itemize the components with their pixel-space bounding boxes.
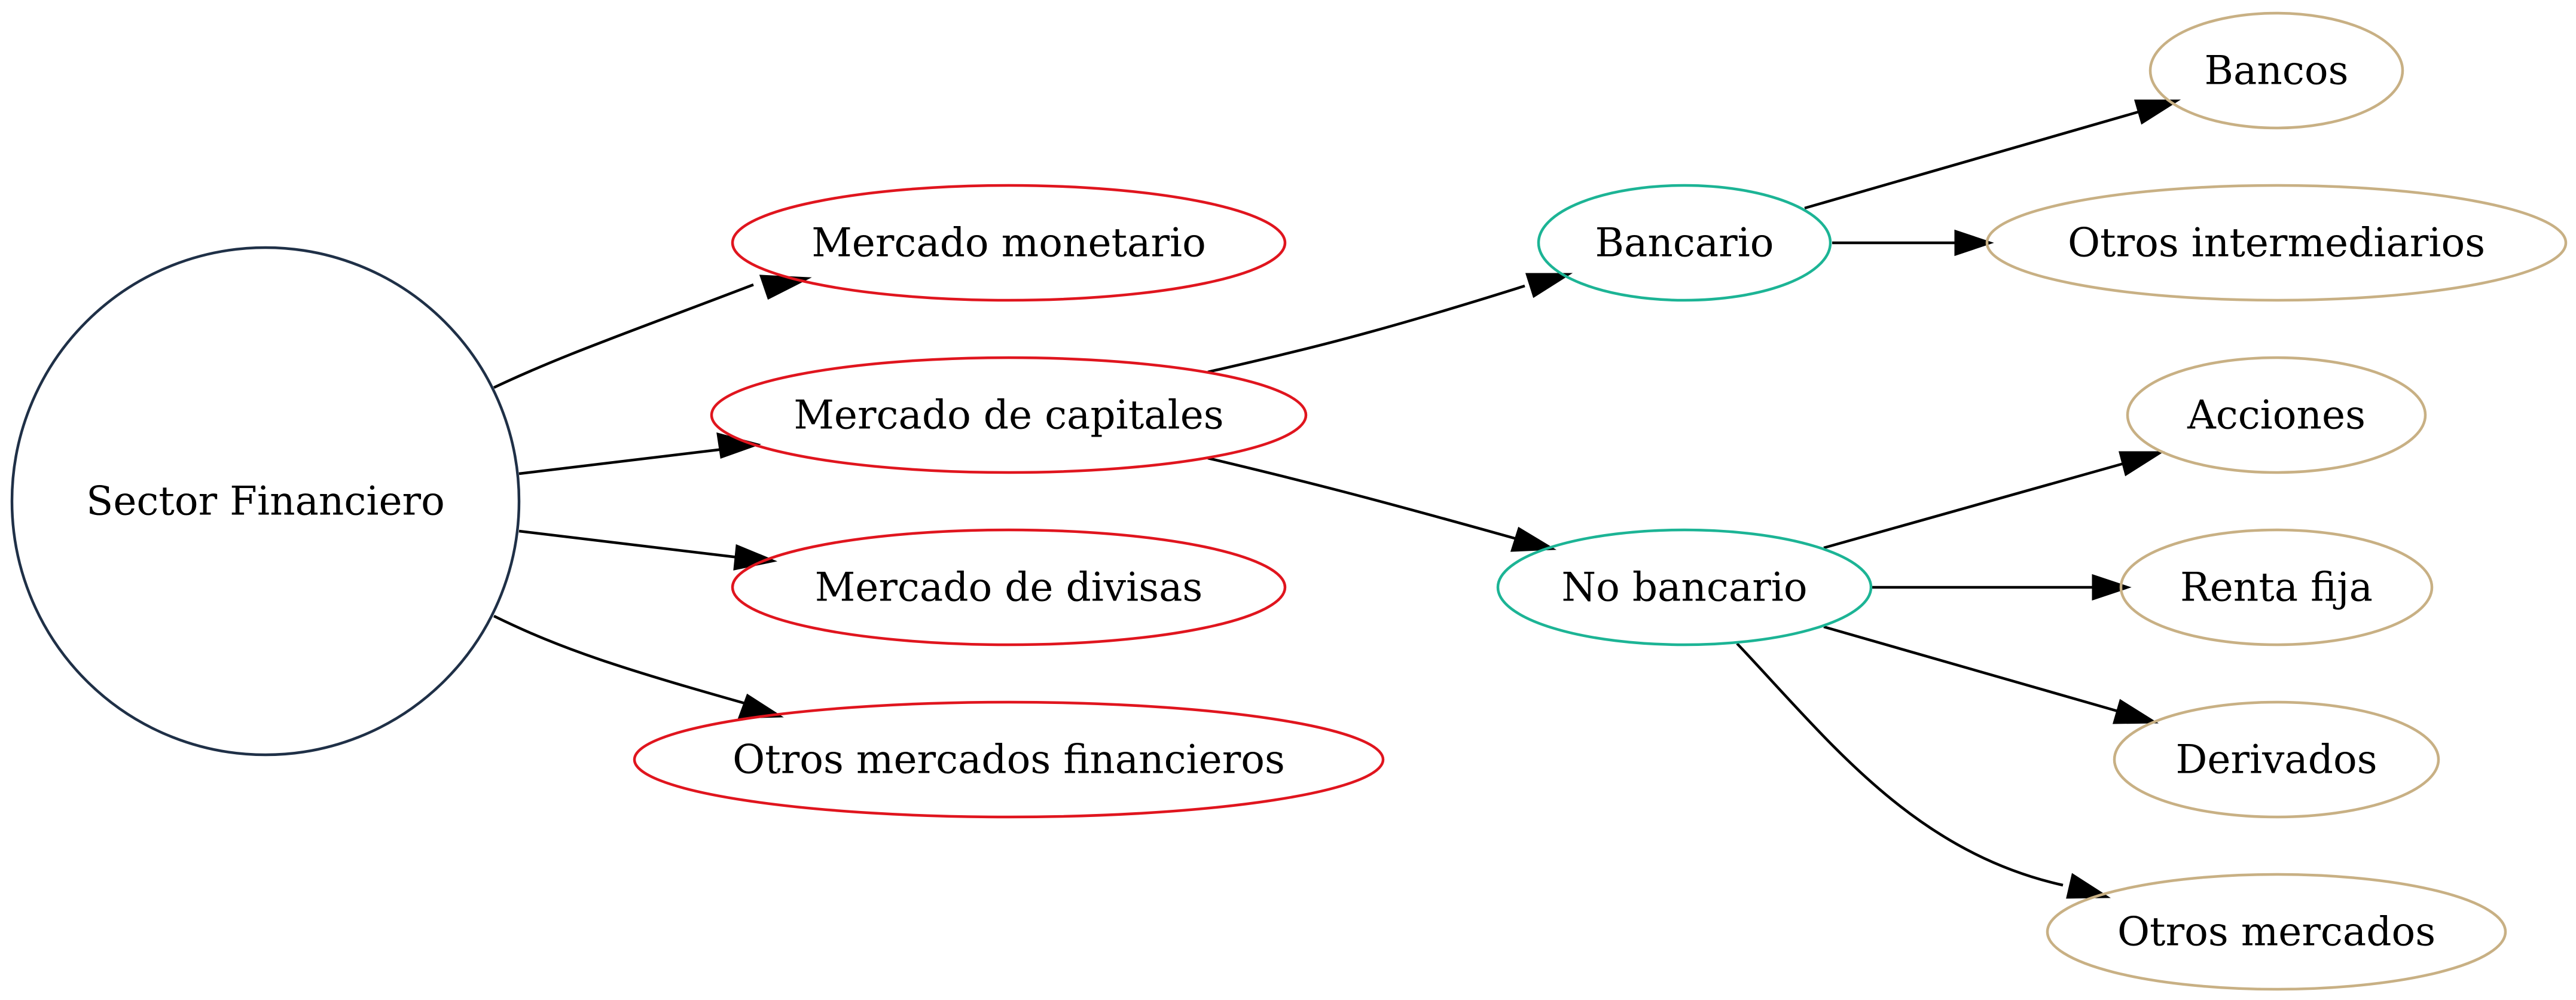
edges [493, 99, 2181, 899]
edge-sector-to-mercado-divisas [518, 529, 778, 571]
node-label: Mercado monetario [811, 220, 1206, 266]
node-bancario[interactable]: Bancario [1537, 184, 1832, 302]
node-no-bancario[interactable]: No bancario [1496, 528, 1873, 647]
node-label: Mercado de divisas [815, 565, 1203, 611]
node-acciones[interactable]: Acciones [2126, 356, 2427, 474]
node-otros-mercados[interactable]: Otros mercados [2046, 873, 2507, 991]
node-label: Derivados [2175, 737, 2377, 783]
node-mercado-capitales[interactable]: Mercado de capitales [710, 356, 1308, 474]
edge-no-bancario-to-renta-fija [1872, 574, 2132, 601]
edge-sector-to-otros-mercados-financieros [493, 614, 784, 719]
node-label: Mercado de capitales [793, 392, 1223, 438]
node-label: Otros mercados [2117, 909, 2435, 955]
node-label: Acciones [2187, 392, 2366, 438]
node-renta-fija[interactable]: Renta fija [2119, 528, 2434, 647]
nodes: Sector Financiero Mercado monetario Merc… [10, 11, 2568, 991]
edge-sector-to-mercado-monetario [493, 275, 812, 389]
edge-bancario-to-otros-intermediarios [1832, 229, 1994, 257]
node-label: Sector Financiero [86, 478, 445, 525]
edge-no-bancario-to-derivados [1823, 625, 2159, 724]
edge-bancario-to-bancos [1804, 99, 2181, 210]
node-otros-intermediarios[interactable]: Otros intermediarios [1985, 184, 2568, 302]
node-otros-mercados-financieros[interactable]: Otros mercados financieros [633, 700, 1385, 819]
node-label: Renta fija [2180, 565, 2373, 611]
edge-capitales-to-bancario [1207, 273, 1573, 374]
edge-no-bancario-to-otros-mercados [1736, 642, 2111, 899]
node-bancos[interactable]: Bancos [2148, 11, 2404, 130]
node-label: No bancario [1561, 565, 1807, 611]
edge-sector-to-mercado-capitales [518, 432, 762, 475]
node-mercado-monetario[interactable]: Mercado monetario [731, 184, 1287, 302]
node-derivados[interactable]: Derivados [2113, 700, 2440, 819]
edge-capitales-to-no-bancario [1207, 456, 1557, 552]
node-mercado-divisas[interactable]: Mercado de divisas [731, 528, 1287, 647]
node-label: Otros mercados financieros [732, 737, 1285, 783]
edge-no-bancario-to-acciones [1823, 451, 2165, 550]
node-label: Otros intermediarios [2068, 220, 2485, 266]
node-sector-financiero[interactable]: Sector Financiero [10, 246, 521, 757]
node-label: Bancos [2205, 48, 2349, 94]
node-label: Bancario [1595, 220, 1774, 266]
